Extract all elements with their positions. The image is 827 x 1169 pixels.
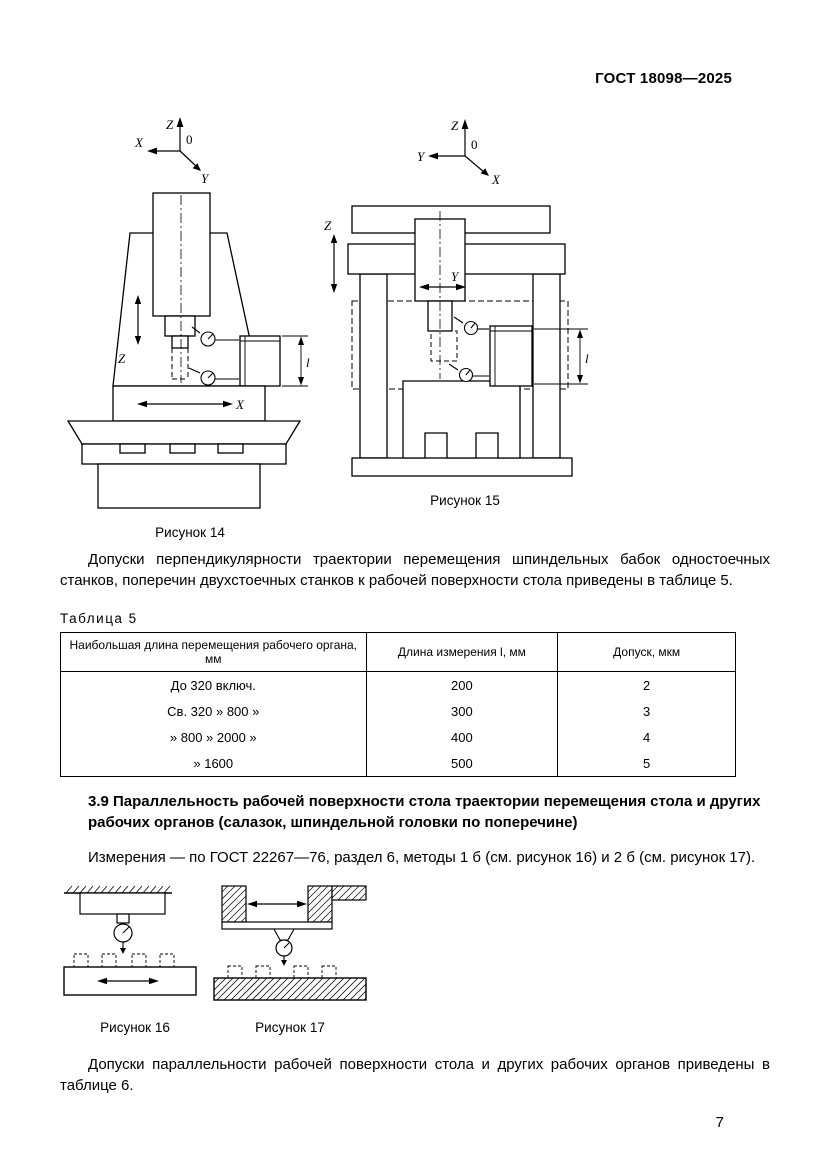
paragraph-parallelism: Допуски параллельности рабочей поверхнос…: [60, 1056, 770, 1094]
figure-17-drawing: [213, 885, 367, 1001]
table-cell: 4: [557, 724, 736, 751]
figure-17-caption: Рисунок 17: [255, 1020, 325, 1036]
doc-number: ГОСТ 18098—2025: [595, 70, 732, 87]
fig15-z-motion-label: Z: [324, 218, 332, 233]
fig15-y-motion-label: Y: [451, 269, 460, 284]
table-cell: 5: [557, 750, 736, 777]
table-cell: » 1600: [60, 750, 367, 777]
table-cell: 200: [365, 671, 559, 699]
table-cell: » 800 » 2000 »: [60, 724, 367, 751]
figures-row-small: Рисунок 16: [60, 884, 770, 1035]
table-row: » 1600 500 5: [60, 750, 736, 777]
figure-15-drawing: Z Y X 0: [324, 118, 589, 477]
figure-16-caption: Рисунок 16: [100, 1020, 170, 1036]
fig15-z-axis-label: Z: [451, 118, 459, 133]
paragraph-perpendicularity: Допуски перпендикулярности траектории пе…: [60, 551, 770, 589]
fig14-dimension-label: l: [306, 355, 310, 370]
fig15-x-axis-label: X: [491, 172, 501, 187]
page-number: 7: [715, 1114, 724, 1132]
fig14-z-axis-label: Z: [166, 117, 174, 132]
figure-15-caption: Рисунок 15: [430, 493, 500, 508]
section-heading-3-9: 3.9 Параллельность рабочей поверхности с…: [88, 793, 761, 832]
fig14-origin-label: 0: [186, 132, 193, 147]
fig14-y-axis-label: Y: [201, 171, 210, 186]
figure-15: Z Y X 0: [320, 111, 610, 508]
figure-17: Рисунок 17: [210, 884, 370, 1035]
figure-14-caption: Рисунок 14: [155, 525, 225, 540]
fig15-origin-label: 0: [471, 137, 478, 152]
fig15-dimension-label: l: [585, 351, 589, 366]
fig15-y-axis-label: Y: [417, 149, 426, 164]
figure-14: Z X Y 0: [60, 111, 320, 540]
table-cell: 300: [365, 698, 559, 725]
table-5-label: Таблица 5: [60, 611, 138, 627]
table-row: До 320 включ. 200 2: [60, 671, 736, 699]
figure-14-drawing: Z X Y 0: [66, 117, 310, 509]
table-header-col-tolerance: Допуск, мкм: [557, 632, 736, 673]
figure-16-drawing: [63, 885, 197, 996]
table-5: Наибольшая длина перемещения рабочего ор…: [60, 632, 736, 778]
table-cell: Св. 320 » 800 »: [60, 698, 367, 725]
fig14-z-motion-label: Z: [118, 351, 126, 366]
table-row: Св. 320 » 800 » 300 3: [60, 698, 736, 725]
paragraph-measurements: Измерения — по ГОСТ 22267—76, раздел 6, …: [88, 849, 756, 867]
table-header-col-travel: Наибольшая длина перемещения рабочего ор…: [60, 632, 367, 673]
table-cell: 400: [365, 724, 559, 751]
table-header-row: Наибольшая длина перемещения рабочего ор…: [60, 632, 736, 673]
table-cell: 3: [557, 698, 736, 725]
table-header-col-length: Длина измерения l, мм: [365, 632, 559, 673]
table-row: » 800 » 2000 » 400 4: [60, 724, 736, 751]
fig14-x-motion-label: X: [235, 397, 245, 412]
table-cell: 500: [365, 750, 559, 777]
figure-16: Рисунок 16: [60, 884, 210, 1035]
figures-row-main: Z X Y 0: [60, 111, 770, 540]
table-cell: 2: [557, 671, 736, 699]
document-header: ГОСТ 18098—2025: [60, 70, 770, 87]
table-cell: До 320 включ.: [60, 671, 367, 699]
fig14-x-axis-label: X: [134, 135, 144, 150]
